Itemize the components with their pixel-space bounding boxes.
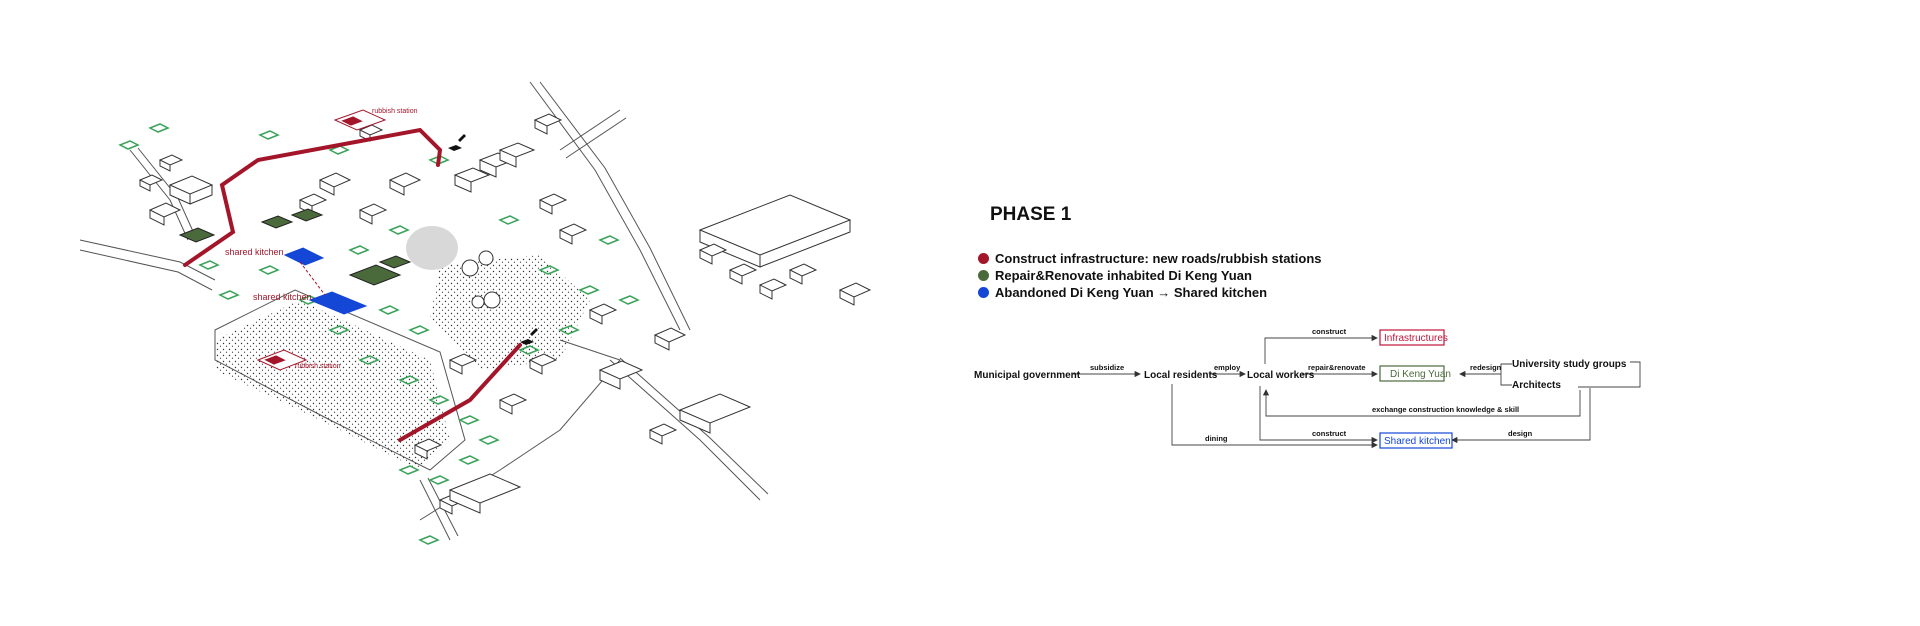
buildings bbox=[138, 113, 687, 515]
node-boxes bbox=[1379, 329, 1453, 449]
kitchen-box bbox=[1379, 432, 1453, 449]
label-repair: repair&renovate bbox=[1308, 363, 1366, 372]
edge-design bbox=[1451, 388, 1591, 444]
edge-dining bbox=[1171, 384, 1378, 449]
node-residents: Local residents bbox=[1144, 370, 1218, 381]
site-map: rubbish station rubbish station shared k… bbox=[79, 81, 872, 545]
legend-item-renovate: Repair&Renovate inhabited Di Keng Yuan bbox=[978, 267, 1322, 284]
edge-university-loop bbox=[1578, 361, 1641, 388]
label-employ: employ bbox=[1214, 363, 1241, 372]
node-labels: Municipal government Local residents Loc… bbox=[974, 333, 1627, 447]
rubbish-station-top-bin bbox=[341, 116, 363, 126]
legend-dot-green bbox=[978, 270, 989, 281]
map-labels: rubbish station rubbish station shared k… bbox=[225, 108, 418, 370]
node-municipal: Municipal government bbox=[974, 370, 1081, 381]
label-construct-top: construct bbox=[1312, 327, 1347, 336]
renovate-block-2 bbox=[260, 215, 294, 229]
edge-exchange bbox=[1262, 389, 1581, 417]
legend-label: Construct infrastructure: new roads/rubb… bbox=[995, 251, 1322, 266]
edge-construct-bottom bbox=[1259, 386, 1378, 444]
building-cluster-east bbox=[448, 194, 872, 514]
streets bbox=[79, 81, 769, 541]
legend-label: Abandoned Di Keng Yuan → Shared kitchen bbox=[995, 285, 1268, 300]
rubbish-station-bottom-bin bbox=[264, 355, 286, 365]
excavators bbox=[448, 134, 538, 345]
label-exchange: exchange construction knowledge & skill bbox=[1372, 405, 1519, 414]
label-redesign: redesign bbox=[1470, 363, 1502, 372]
kitchen-arrow bbox=[299, 261, 326, 296]
street-north-branch bbox=[559, 109, 627, 159]
node-dikeng: Di Keng Yuan bbox=[1390, 369, 1451, 380]
field-southwest bbox=[215, 300, 450, 470]
excavator-icon-north bbox=[448, 134, 466, 151]
street-northeast-2 bbox=[539, 81, 691, 331]
street-west bbox=[79, 239, 216, 291]
phase-title: PHASE 1 bbox=[990, 204, 1072, 225]
shared-kitchen-blocks bbox=[283, 247, 368, 315]
field-center bbox=[430, 255, 590, 370]
label-dining: dining bbox=[1205, 434, 1228, 443]
gray-plaza bbox=[406, 226, 458, 270]
kitchen-block-1 bbox=[283, 247, 325, 266]
edge-construct-top bbox=[1264, 334, 1378, 364]
legend: Construct infrastructure: new roads/rubb… bbox=[978, 250, 1322, 301]
legend-item-kitchen: Abandoned Di Keng Yuan → Shared kitchen bbox=[978, 284, 1322, 301]
edge-labels: subsidize employ construct repair&renova… bbox=[1090, 327, 1533, 443]
edges bbox=[1072, 334, 1641, 449]
label-rubbish-station-top: rubbish station bbox=[372, 108, 418, 115]
legend-label: Repair&Renovate inhabited Di Keng Yuan bbox=[995, 268, 1252, 283]
node-university: University study groups bbox=[1512, 359, 1627, 370]
label-design: design bbox=[1508, 429, 1533, 438]
legend-item-infrastructure: Construct infrastructure: new roads/rubb… bbox=[978, 250, 1322, 267]
renovate-block-3 bbox=[290, 208, 324, 222]
excavator-icon-south bbox=[520, 328, 538, 345]
phase-panel: PHASE 1 Construct infrastructure: new ro… bbox=[960, 0, 1920, 626]
node-workers: Local workers bbox=[1247, 370, 1315, 381]
label-shared-kitchen-1: shared kitchen bbox=[225, 247, 284, 257]
renovate-block-1 bbox=[178, 227, 216, 243]
node-kitchen: Shared kitchen bbox=[1384, 436, 1451, 447]
dikeng-box bbox=[1379, 365, 1445, 382]
new-roads bbox=[183, 127, 522, 442]
label-construct-bottom: construct bbox=[1312, 429, 1347, 438]
renovate-block-5 bbox=[378, 255, 412, 269]
legend-dot-red bbox=[978, 253, 989, 264]
label-rubbish-station-bottom: rubbish station bbox=[295, 363, 341, 370]
node-architects: Architects bbox=[1512, 380, 1561, 391]
stakeholder-diagram: Municipal government Local residents Loc… bbox=[974, 327, 1641, 449]
node-infrastructures: Infrastructures bbox=[1384, 333, 1448, 344]
infrastructures-box bbox=[1379, 329, 1445, 346]
trees bbox=[461, 250, 501, 309]
rubbish-stations bbox=[256, 109, 387, 371]
road-north bbox=[183, 127, 443, 267]
street-southeast bbox=[609, 357, 769, 501]
road-south bbox=[398, 343, 522, 442]
edge-university-architects bbox=[1500, 363, 1512, 386]
legend-dot-blue bbox=[978, 287, 989, 298]
street-northeast bbox=[529, 81, 681, 331]
stippled-fields bbox=[215, 255, 590, 470]
renovated-courtyards bbox=[178, 208, 412, 286]
label-subsidize: subsidize bbox=[1090, 363, 1124, 372]
renovate-block-4 bbox=[348, 264, 402, 286]
green-markers bbox=[118, 123, 640, 545]
label-shared-kitchen-2: shared kitchen bbox=[253, 292, 312, 302]
